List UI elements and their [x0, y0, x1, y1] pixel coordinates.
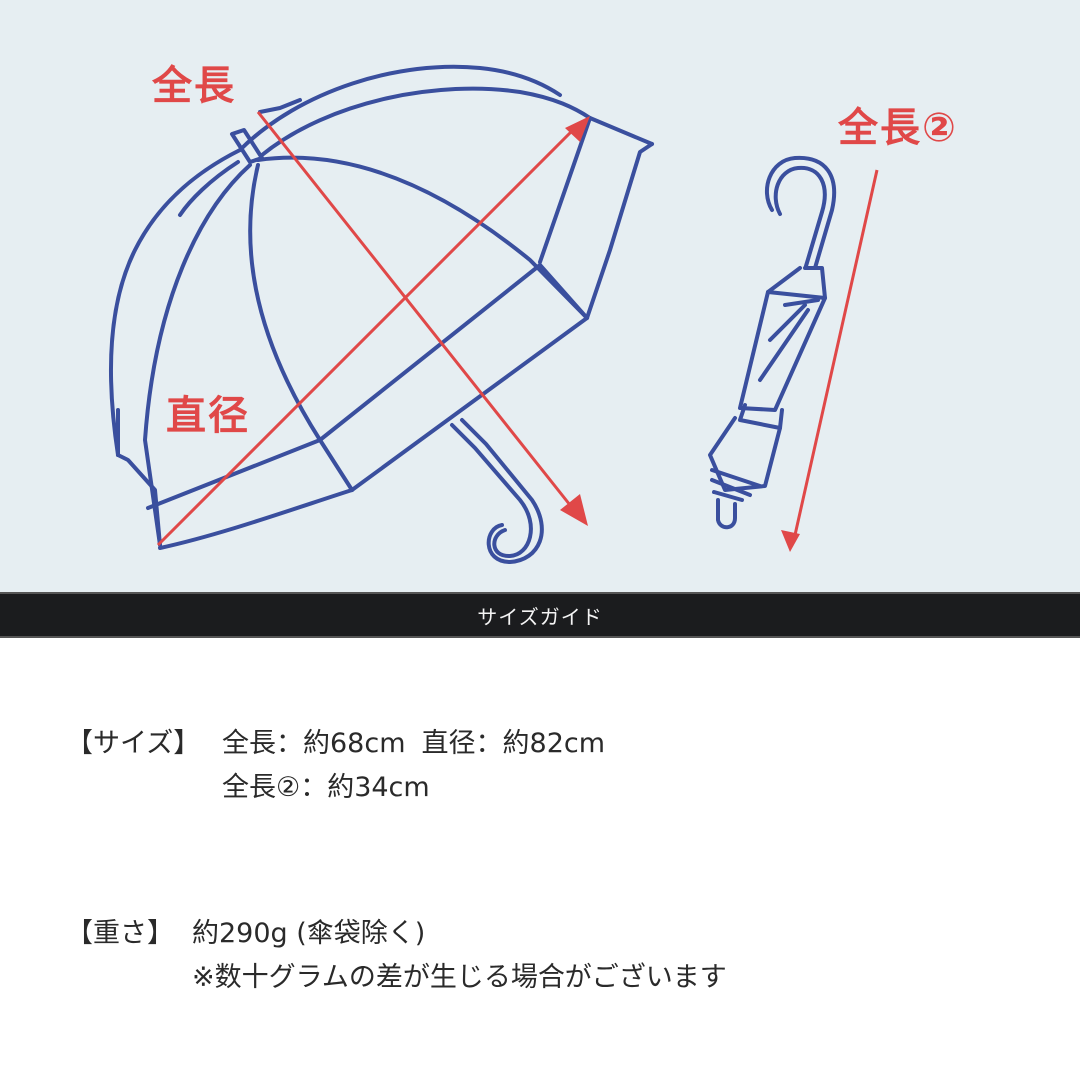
total-length-label: 全長 — [152, 63, 236, 109]
total-length-2-value: 全長②：約34cm — [222, 772, 430, 803]
weight-note: ※数十グラムの差が生じる場合がございます — [192, 962, 727, 993]
umbrella-diagram — [109, 64, 879, 564]
total-length-2-label: 全長② — [838, 105, 958, 151]
diameter-label: 直径 — [166, 393, 250, 439]
weight-spec-line-2: ※数十グラムの差が生じる場合がございます — [66, 956, 727, 1000]
weight-key: 【重さ】 — [66, 918, 174, 949]
size-guide-bar: サイズガイド — [0, 592, 1080, 638]
diameter-value: 直径：約82cm — [421, 728, 606, 759]
size-spec-line-2: 全長②：約34cm — [66, 766, 605, 810]
weight-spec-line-1: 【重さ】約290g (傘袋除く) — [66, 912, 727, 956]
size-guide-title: サイズガイド — [477, 604, 603, 629]
weight-spec: 【重さ】約290g (傘袋除く) ※数十グラムの差が生じる場合がございます — [66, 912, 727, 1000]
size-spec-line-1: 【サイズ】全長：約68cm 直径：約82cm — [66, 722, 605, 766]
size-spec: 【サイズ】全長：約68cm 直径：約82cm 全長②：約34cm — [66, 722, 605, 810]
size-key: 【サイズ】 — [66, 728, 201, 759]
total-length-value: 全長：約68cm — [222, 728, 406, 759]
size-illustration: 全長 直径 全長② — [0, 0, 1080, 592]
weight-value: 約290g (傘袋除く) — [192, 918, 426, 949]
